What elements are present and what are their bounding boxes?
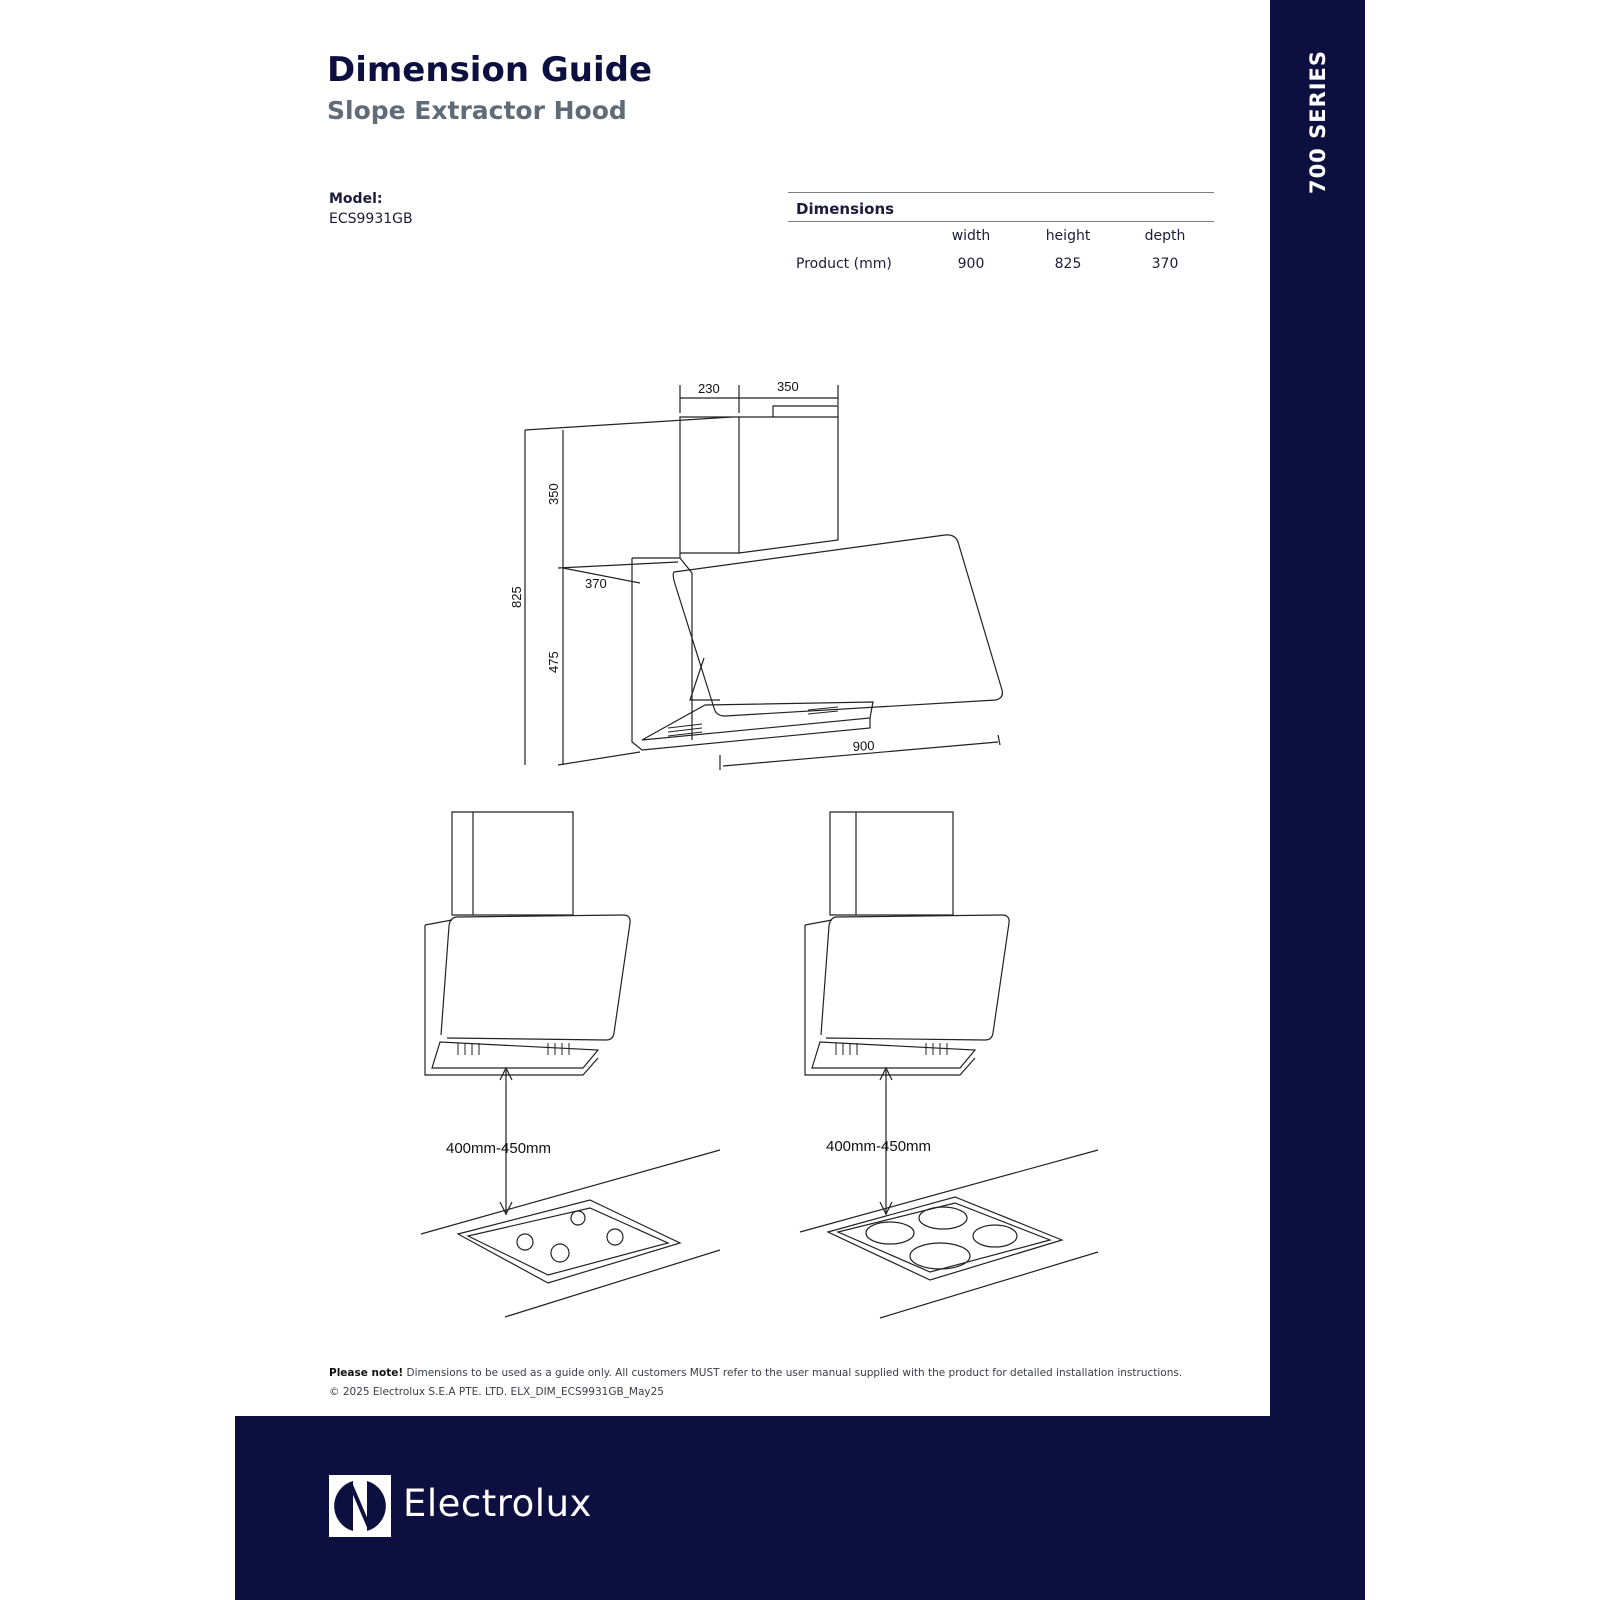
brand-wordmark: Electrolux xyxy=(403,1482,592,1525)
column-width: width xyxy=(951,228,991,244)
value-depth: 370 xyxy=(1151,256,1179,272)
dim-body-height: 475 xyxy=(546,651,561,673)
hood-over-gas-hob xyxy=(420,811,721,1318)
series-side-band xyxy=(1270,0,1365,1600)
dim-overall-height: 825 xyxy=(509,586,524,608)
column-depth: depth xyxy=(1144,228,1186,244)
value-width: 900 xyxy=(957,256,985,272)
gap-label-gas: 400mm-450mm xyxy=(446,1140,551,1157)
brand-footer-band xyxy=(235,1416,1365,1600)
value-height: 825 xyxy=(1054,256,1082,272)
footer-note: Please note! Dimensions to be used as a … xyxy=(329,1367,1182,1379)
table-header-rule xyxy=(788,221,1214,222)
document-page xyxy=(235,0,1365,1600)
hood-over-induction-hob xyxy=(799,811,1099,1319)
main-hood-drawing xyxy=(524,385,1003,770)
gap-label-induction: 400mm-450mm xyxy=(826,1138,931,1155)
dim-chimney-height: 350 xyxy=(546,483,561,505)
note-text: Dimensions to be used as a guide only. A… xyxy=(403,1367,1183,1379)
row-label: Product (mm) xyxy=(796,256,892,272)
column-height: height xyxy=(1045,228,1091,244)
model-label: Model: xyxy=(329,191,383,207)
copyright: © 2025 Electrolux S.E.A PTE. LTD. ELX_DI… xyxy=(329,1386,664,1398)
electrolux-logo-icon xyxy=(329,1475,391,1537)
dim-hood-width: 900 xyxy=(852,738,874,754)
dim-chimney-width: 230 xyxy=(698,381,720,396)
page-title: Dimension Guide xyxy=(327,50,653,90)
dim-chimney-depth: 350 xyxy=(777,379,799,394)
table-top-rule xyxy=(788,192,1214,193)
note-label: Please note! xyxy=(329,1367,404,1379)
page-subtitle: Slope Extractor Hood xyxy=(327,96,627,125)
table-heading: Dimensions xyxy=(796,200,895,218)
model-number: ECS9931GB xyxy=(329,211,413,227)
dim-hood-depth: 370 xyxy=(585,576,607,591)
